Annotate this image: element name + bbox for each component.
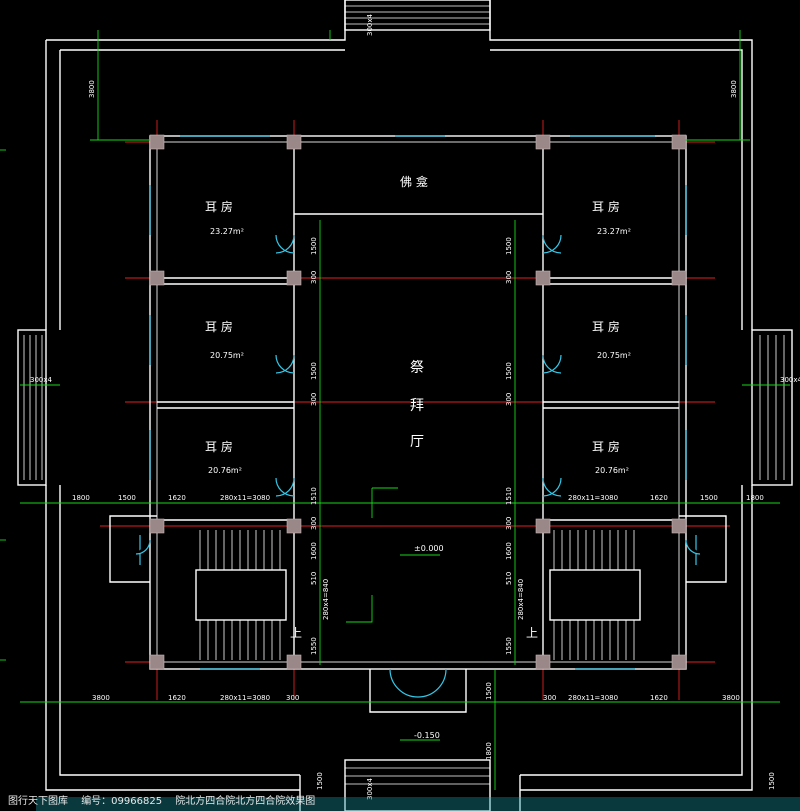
hall-label-3: 厅 xyxy=(410,434,424,450)
dim-text: 1500 xyxy=(505,362,513,380)
dim-text: 300 xyxy=(310,393,318,406)
dim-text: 300x4 xyxy=(780,376,800,384)
dim-text: 1500 xyxy=(316,772,324,790)
dim-text: 280x11=3080 xyxy=(568,694,618,702)
dim-text: 1500 xyxy=(768,772,776,790)
dim-text: 1500 xyxy=(505,237,513,255)
dim-text: 1620 xyxy=(650,494,668,502)
dim-text: 280x4=840 xyxy=(322,579,330,620)
dim-text: 1500 xyxy=(700,494,718,502)
east-steps xyxy=(751,329,793,486)
north-steps xyxy=(344,0,491,31)
dim-text: 1620 xyxy=(168,494,186,502)
dim-text: 1550 xyxy=(310,637,318,655)
room-area-left-bot: 20.76m² xyxy=(208,466,242,475)
dim-text: 300 xyxy=(505,517,513,530)
room-label-left-mid: 耳 房 xyxy=(205,319,233,334)
dimension-texts: 3800 3800 300x4 300x4 300x4 300x4 1500 3… xyxy=(30,13,800,800)
dim-text: 1600 xyxy=(505,542,513,560)
dim-text: 1500 xyxy=(310,237,318,255)
dim-text: 280x11=3080 xyxy=(220,494,270,502)
level-floor: ±0.000 xyxy=(414,544,444,553)
dim-text: 300 xyxy=(505,393,513,406)
room-label-left-top: 耳 房 xyxy=(205,199,233,214)
room-area-right-top: 23.27m² xyxy=(597,227,631,236)
room-area-left-mid: 20.75m² xyxy=(210,351,244,360)
stair-up-right: 上 xyxy=(526,626,538,640)
room-label-niche: 佛 龛 xyxy=(400,175,428,189)
west-steps xyxy=(17,329,47,486)
dim-text: 300 xyxy=(286,694,299,702)
dim-text: 1800 xyxy=(746,494,764,502)
level-outside: -0.150 xyxy=(414,731,440,740)
dim-text: 510 xyxy=(505,572,513,585)
dim-text: 300 xyxy=(310,517,318,530)
room-area-left-top: 23.27m² xyxy=(210,227,244,236)
dim-text: 300x4 xyxy=(30,376,53,384)
room-label-right-mid: 耳 房 xyxy=(592,319,620,334)
dimension-lines xyxy=(0,30,790,790)
dim-text: 300 xyxy=(543,694,556,702)
watermark-id: 编号：09966825 xyxy=(81,796,163,807)
room-label-left-bot: 耳 房 xyxy=(205,439,233,454)
hall-label-2: 拜 xyxy=(410,398,424,414)
watermark-bar xyxy=(36,797,800,811)
room-labels: 佛 龛 耳 房 23.27m² 耳 房 23.27m² 耳 房 20.75m² … xyxy=(205,175,631,740)
columns xyxy=(149,134,687,670)
windows xyxy=(139,135,697,670)
dim-text: 1500 xyxy=(118,494,136,502)
dim-text: 1800 xyxy=(485,742,493,760)
dim-text: 280x11=3080 xyxy=(568,494,618,502)
hall-label-1: 祭 xyxy=(410,360,424,376)
south-steps xyxy=(344,759,491,811)
watermark: 图行天下图库 编号：09966825 院北方四合院北方四合院效果图 xyxy=(8,792,792,810)
dim-text: 300 xyxy=(310,271,318,284)
dim-text: 3800 xyxy=(730,80,738,98)
watermark-source: 图行天下图库 xyxy=(8,796,68,807)
room-label-right-top: 耳 房 xyxy=(592,199,620,214)
dim-text: 1550 xyxy=(505,637,513,655)
dim-text: 1510 xyxy=(310,487,318,505)
room-area-right-bot: 20.76m² xyxy=(595,466,629,475)
room-area-right-mid: 20.75m² xyxy=(597,351,631,360)
doors xyxy=(135,234,701,698)
stair-left xyxy=(195,530,287,660)
dim-text: 300 xyxy=(505,271,513,284)
dim-text: 280x4=840 xyxy=(517,579,525,620)
stair-up-left: 上 xyxy=(290,626,302,640)
dim-text: 1500 xyxy=(310,362,318,380)
dim-text: 1500 xyxy=(485,682,493,700)
dim-text: 300x4 xyxy=(366,777,374,800)
stair-right xyxy=(549,530,641,660)
watermark-title: 院北方四合院北方四合院效果图 xyxy=(175,796,316,807)
dim-text: 510 xyxy=(310,572,318,585)
dim-text: 1600 xyxy=(310,542,318,560)
dim-text: 300x4 xyxy=(366,13,374,36)
dim-text: 3800 xyxy=(88,80,96,98)
dim-text: 3800 xyxy=(92,694,110,702)
room-label-right-bot: 耳 房 xyxy=(592,439,620,454)
dim-text: 1510 xyxy=(505,487,513,505)
dim-text: 1800 xyxy=(72,494,90,502)
dim-text: 1620 xyxy=(168,694,186,702)
dim-text: 3800 xyxy=(722,694,740,702)
dim-text: 280x11=3080 xyxy=(220,694,270,702)
dim-text: 1620 xyxy=(650,694,668,702)
